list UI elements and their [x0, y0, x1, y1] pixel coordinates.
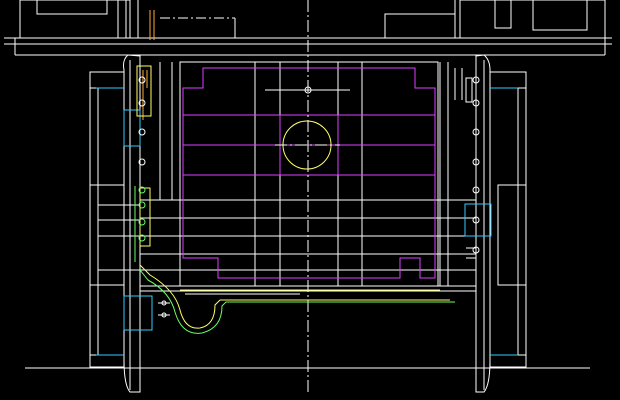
right-wall-step — [489, 71, 527, 89]
upper-window-right — [532, 0, 588, 31]
sheave-point — [304, 86, 312, 94]
bolt-right — [472, 186, 480, 194]
bolt-left — [138, 76, 146, 84]
bolt-right — [472, 76, 480, 84]
guide-rails — [96, 87, 518, 356]
right-wall-bracket — [465, 77, 473, 103]
upper-room-right — [459, 0, 606, 39]
upper-column-right — [494, 0, 512, 29]
car-frame — [98, 61, 476, 287]
guide-shoe-roller — [138, 186, 146, 194]
left-rail-bracket — [123, 109, 141, 147]
guide-shoe-roller — [138, 201, 146, 209]
travelling-cable-2 — [139, 269, 455, 334]
bolt-right — [472, 246, 480, 254]
top-structure — [4, 0, 612, 56]
pit-walls — [89, 54, 527, 393]
left-wall-step — [89, 71, 125, 89]
bolt-right — [472, 99, 480, 107]
bolt-left — [138, 158, 146, 166]
left-guide-shoe — [139, 187, 151, 247]
right-wall-niche — [497, 184, 527, 286]
car-floor-outline — [182, 67, 436, 279]
left-pit-wall — [123, 54, 141, 393]
car-floor-grid — [182, 67, 436, 279]
bolt-left — [138, 128, 146, 136]
upper-room-left — [19, 0, 131, 39]
bolt-right — [472, 158, 480, 166]
guide-shoe-roller — [138, 234, 146, 242]
left-rail-bracket-lower — [123, 295, 153, 331]
right-wall-footing — [489, 354, 527, 368]
bolt-right — [472, 128, 480, 136]
centerlines — [275, 0, 340, 395]
rail-bolts — [138, 76, 480, 318]
car-outer-frame — [179, 61, 439, 287]
left-wall-niche — [89, 184, 125, 286]
guide-shoe-roller — [138, 218, 146, 226]
riser-orange — [142, 10, 155, 120]
upper-guide-shoe — [136, 65, 152, 117]
left-wall-footing — [89, 354, 125, 368]
upper-beam-right — [384, 13, 456, 39]
travelling-cable — [139, 264, 450, 329]
bolt-right — [472, 216, 480, 224]
guide-shoes — [134, 65, 152, 262]
bolt-left — [138, 99, 146, 107]
upper-window-left — [36, 0, 108, 15]
right-rail-bracket — [464, 203, 492, 237]
cable-route — [139, 264, 455, 334]
